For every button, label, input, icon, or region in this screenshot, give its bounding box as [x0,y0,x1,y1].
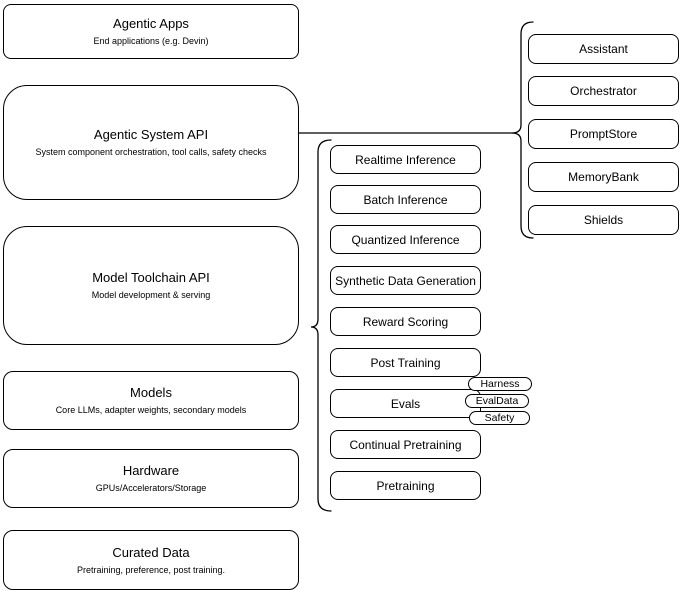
node-label: Shields [583,213,624,227]
node-assistant: Assistant [528,34,679,64]
node-models: Models Core LLMs, adapter weights, secon… [3,371,299,430]
node-memorybank: MemoryBank [528,162,679,192]
node-label: PromptStore [569,127,638,141]
node-label: MemoryBank [568,170,639,184]
node-orchestrator: Orchestrator [528,76,679,106]
node-model-toolchain-api: Model Toolchain API Model development & … [3,226,299,345]
node-label: Pretraining [376,478,435,493]
node-pretraining: Pretraining [330,471,481,500]
node-label: Post Training [370,355,441,370]
node-subtitle: Pretraining, preference, post training. [76,564,226,575]
node-hardware: Hardware GPUs/Accelerators/Storage [3,449,299,508]
node-curated-data: Curated Data Pretraining, preference, po… [3,530,299,590]
node-title: Hardware [122,463,180,478]
node-evals: Evals [330,389,481,418]
node-subtitle: End applications (e.g. Devin) [93,36,209,46]
node-subtitle: Model development & serving [91,290,211,300]
node-subtitle: System component orchestration, tool cal… [35,147,267,157]
node-subtitle: Core LLMs, adapter weights, secondary mo… [55,405,247,415]
node-shields: Shields [528,205,679,235]
node-continual-pretraining: Continual Pretraining [330,430,481,459]
node-title: Model Toolchain API [92,270,210,285]
pill-label: Safety [484,412,515,424]
node-synthetic-data-generation: Synthetic Data Generation [330,266,481,295]
node-title: Agentic System API [93,127,209,142]
node-label: Quantized Inference [351,232,460,247]
toolchain-services-brace [310,139,332,512]
node-title: Agentic Apps [113,16,189,31]
node-label: Orchestrator [570,84,637,98]
pill-label: EvalData [475,395,519,407]
node-promptstore: PromptStore [528,119,679,149]
pill-safety: Safety [469,411,530,425]
pill-harness: Harness [468,377,532,391]
node-label: Synthetic Data Generation [335,273,476,288]
node-subtitle: GPUs/Accelerators/Storage [95,483,207,493]
node-agentic-apps: Agentic Apps End applications (e.g. Devi… [3,4,299,59]
node-label: Assistant [579,42,628,56]
node-batch-inference: Batch Inference [330,185,481,214]
node-reward-scoring: Reward Scoring [330,307,481,336]
node-realtime-inference: Realtime Inference [330,145,481,174]
node-title: Curated Data [112,544,190,560]
node-agentic-system-api: Agentic System API System component orch… [3,85,299,200]
node-label: Continual Pretraining [349,437,462,452]
node-label: Evals [390,396,421,411]
node-label: Reward Scoring [362,314,449,329]
node-quantized-inference: Quantized Inference [330,225,481,254]
node-title: Models [130,385,172,400]
pill-label: Harness [480,378,520,390]
node-label: Realtime Inference [355,152,456,167]
node-post-training: Post Training [330,348,481,377]
pill-evaldata: EvalData [465,394,529,408]
node-label: Batch Inference [363,192,448,207]
